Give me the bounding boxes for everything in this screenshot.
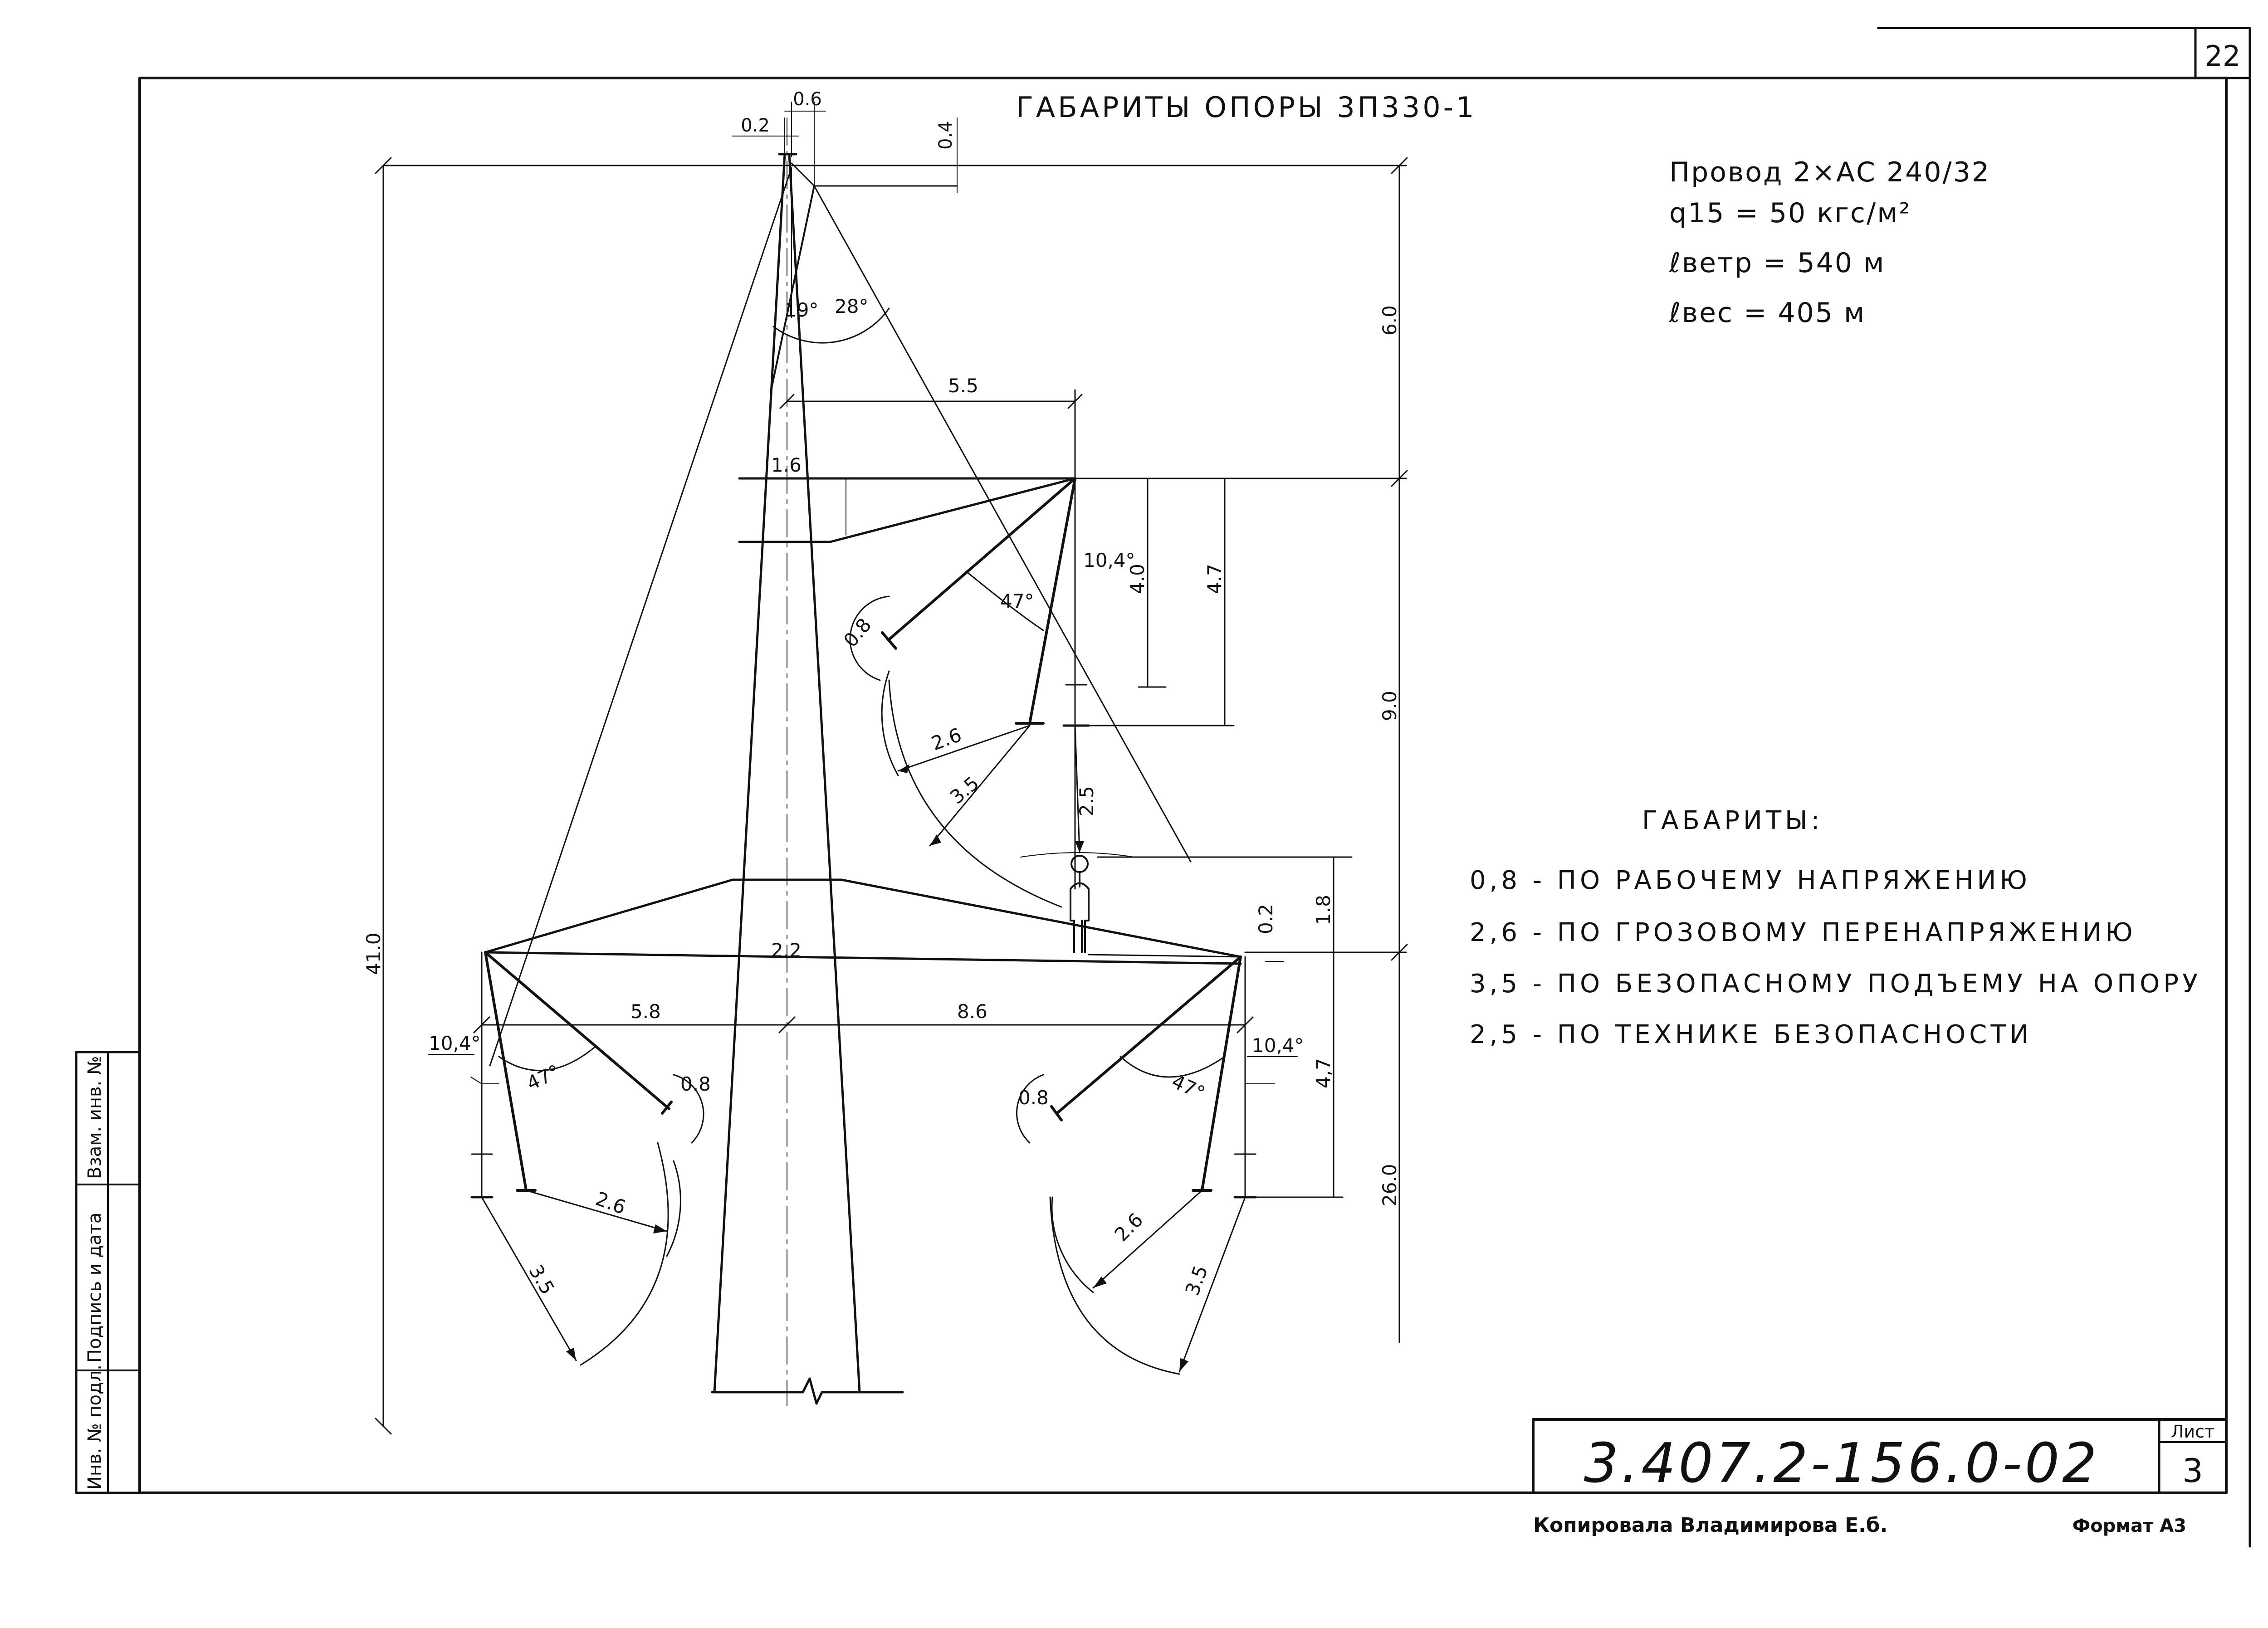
legend-title: ГАБАРИТЫ: [1642,806,1823,835]
dim-4-7-bottom: 4,7 [1312,1058,1334,1088]
dim-2-6-right: 2.6 [1110,1209,1147,1246]
protection-ray-right [813,185,1192,863]
stamp-signature-label: Подпись и дата [84,1213,105,1363]
stamp-replace-label: Взам. инв. № [84,1056,105,1179]
dim-41-0: 41.0 [362,932,385,975]
legend-item-tb: 2,5 - ПО ТЕХНИКЕ БЕЗОПАСНОСТИ [1470,1020,2032,1049]
dim-4-7-top: 4.7 [1203,564,1226,594]
dim-3-5-left: 3.5 [524,1261,559,1298]
dim-26-0: 26.0 [1378,1164,1401,1206]
dim-angle-47-top: 47° [1000,590,1034,612]
dim-top-0-6: 0.6 [793,89,822,110]
dim-4-0: 4.0 [1126,564,1149,594]
sheet-number: 3 [2182,1452,2203,1490]
dim-angle-28: 28° [835,295,868,317]
dim-angle-47-right: 47° [1168,1070,1208,1105]
tower-drawing [470,117,1275,1406]
sheet-label: Лист [2171,1422,2214,1442]
legend-item-podyem: 3,5 - ПО БЕЗОПАСНОМУ ПОДЪЕМУ НА ОПОРУ [1470,969,2201,999]
ground-break-line [711,1377,904,1405]
dim-top-0-2: 0.2 [741,115,770,136]
dim-5-5: 5.5 [948,375,978,397]
stamp-inv-label: Инв. № подл. [84,1365,105,1490]
dim-5-8: 5.8 [631,1000,661,1023]
dim-9-0: 9.0 [1378,691,1401,721]
dim-1-6: 1.6 [771,454,802,476]
dim-2-6-left: 2.6 [593,1187,629,1219]
tower-left-leg [713,153,786,1394]
wind-span: ℓветр = 540 м [1669,247,1885,279]
legend-item-grozovoe: 2,6 - ПО ГРОЗОВОМУ ПЕРЕНАПРЯЖЕНИЮ [1470,918,2136,947]
drawing-title: ГАБАРИТЫ ОПОРЫ 3П330-1 [1016,91,1476,124]
dim-angle-47-left: 47° [523,1060,563,1095]
dim-0-8-top: 0.8 [839,614,875,652]
copied-by: Копировала Владимирова Е.б. [1533,1514,1887,1537]
weight-span: ℓвес = 405 м [1669,297,1866,329]
dimension-lines [375,102,1408,1435]
wire-spec: Провод 2×АС 240/32 [1669,156,1990,188]
format-label: Формат А3 [2072,1516,2186,1536]
dim-angle-19: 19° [785,299,818,321]
document-code: 3.407.2-156.0-02 [1584,1432,2100,1495]
dim-0-2-mid: 0.2 [1255,904,1277,934]
human-figure-icon [1020,852,1134,953]
side-stamp [75,1051,141,1494]
dim-3-5-right: 3.5 [1181,1262,1212,1299]
protection-ray-left [489,167,792,1067]
dim-3-5-top: 3.5 [946,772,983,808]
page-number: 22 [2205,39,2241,73]
tower-right-leg [788,153,861,1394]
dim-0-8-left: 0.8 [680,1073,711,1095]
dim-1-8: 1.8 [1312,895,1334,925]
title-block [1532,1418,2228,1494]
dim-angle-10-4-top: 10,4° [1083,549,1135,571]
upper-insulator [1028,477,1076,725]
dim-angle-10-4-right: 10,4° [1252,1034,1304,1057]
dim-2-5: 2.5 [1075,786,1098,816]
dim-6-0: 6.0 [1378,305,1401,336]
dim-0-8-right: 0.8 [1018,1087,1049,1109]
dim-8-6: 8.6 [957,1000,987,1023]
dim-2-2: 2.2 [771,939,802,961]
dim-angle-10-4-left: 10,4° [429,1032,481,1054]
legend-item-rabochee: 0,8 - ПО РАБОЧЕМУ НАПРЯЖЕНИЮ [1470,866,2031,895]
wind-pressure: q15 = 50 кгс/м² [1669,197,1911,229]
sheet-frame [138,27,2251,1548]
dim-top-0-4: 0.4 [935,121,956,150]
